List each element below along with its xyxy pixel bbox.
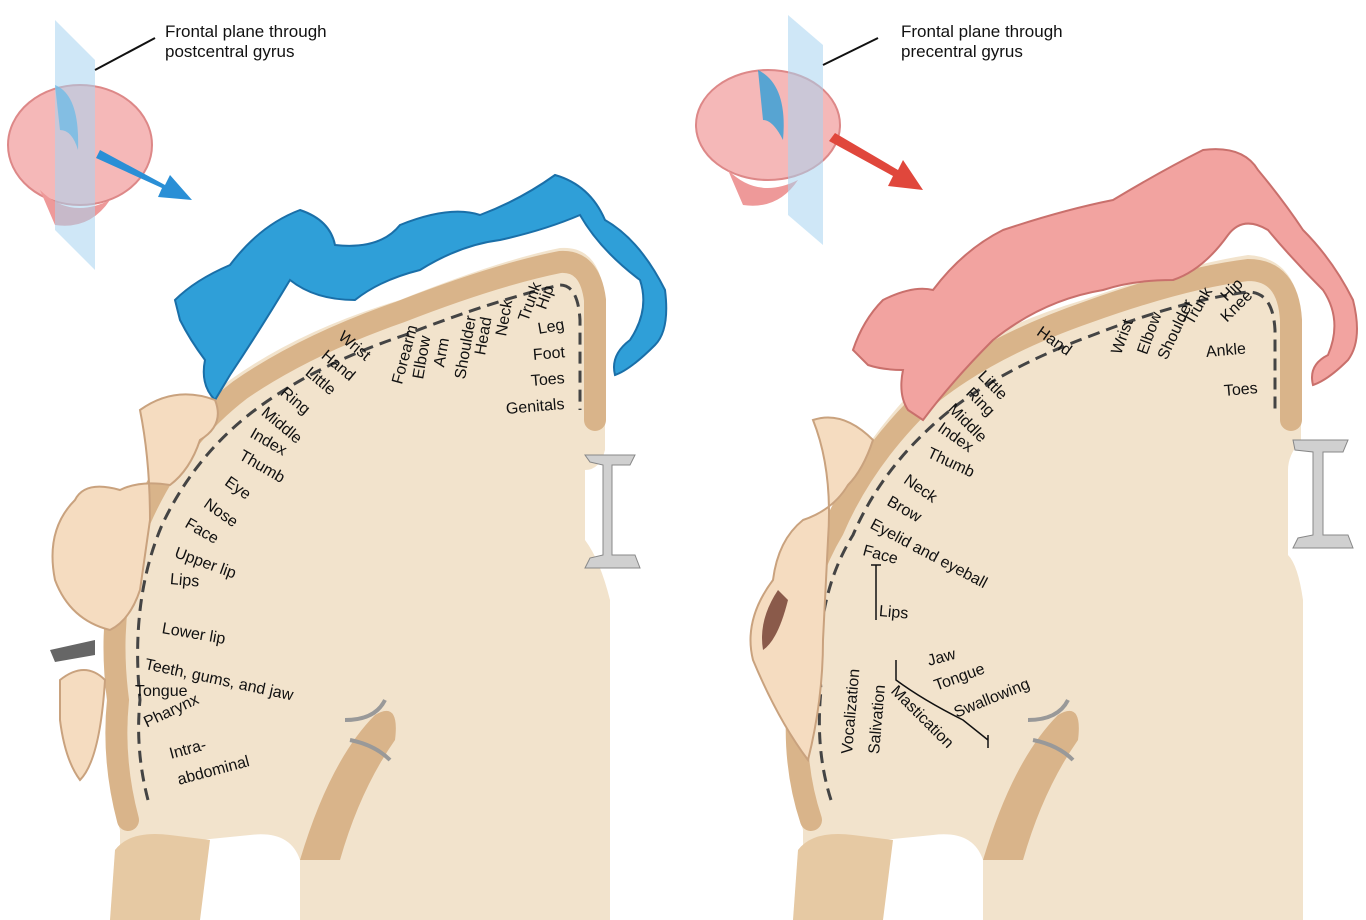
motor-arrow: [829, 133, 923, 190]
label-ankle: Ankle: [1205, 341, 1246, 362]
lateral-ventricle: [585, 455, 640, 568]
label-foot: Foot: [532, 344, 565, 365]
lateral-ventricle: [1293, 440, 1353, 548]
inset-plane: [55, 20, 95, 270]
motor-caption: Frontal plane through precentral gyrus: [901, 22, 1063, 62]
motor-caption-line2: precentral gyrus: [901, 42, 1063, 62]
caption-pointer: [95, 38, 155, 70]
label-toes: Toes: [530, 370, 565, 391]
lower-structure: [110, 834, 210, 920]
sensory-pharynx: [60, 670, 105, 780]
lower-structure: [793, 834, 893, 920]
caption-pointer: [823, 38, 878, 65]
inset-plane: [788, 15, 823, 245]
label-lips: Lips: [169, 571, 200, 591]
motor-homunculus-panel: Frontal plane through precentral gyrus T…: [683, 0, 1366, 920]
sensory-homunculus-panel: Frontal plane through postcentral gyrus …: [0, 0, 683, 920]
motor-diagram-art: [683, 0, 1366, 920]
motor-caption-line1: Frontal plane through: [901, 22, 1063, 42]
sensory-diagram-art: [0, 0, 683, 920]
sensory-caption: Frontal plane through postcentral gyrus: [165, 22, 327, 62]
label-lips: Lips: [878, 603, 909, 623]
label-toes: Toes: [1223, 380, 1258, 401]
sensory-caption-line1: Frontal plane through: [165, 22, 327, 42]
sensory-tongue-teeth: [50, 640, 95, 662]
sensory-caption-line2: postcentral gyrus: [165, 42, 327, 62]
